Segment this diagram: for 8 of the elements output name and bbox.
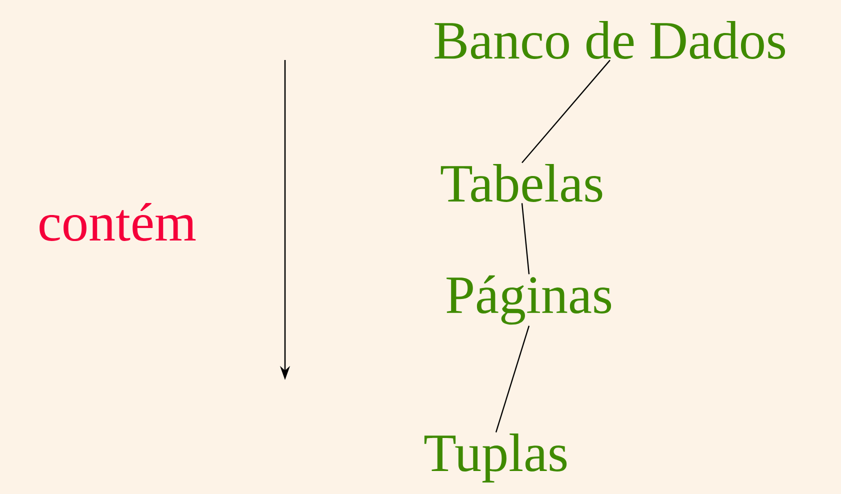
level-label: Banco de Dados bbox=[434, 21, 785, 59]
connector-line bbox=[495, 326, 530, 432]
connector-line bbox=[522, 60, 610, 164]
level-label: Páginas bbox=[446, 275, 612, 325]
level-label: Tuplas bbox=[424, 434, 567, 482]
connector-line bbox=[521, 203, 530, 274]
level-label: Tabelas bbox=[440, 164, 602, 202]
relation-label: contém bbox=[40, 202, 196, 242]
